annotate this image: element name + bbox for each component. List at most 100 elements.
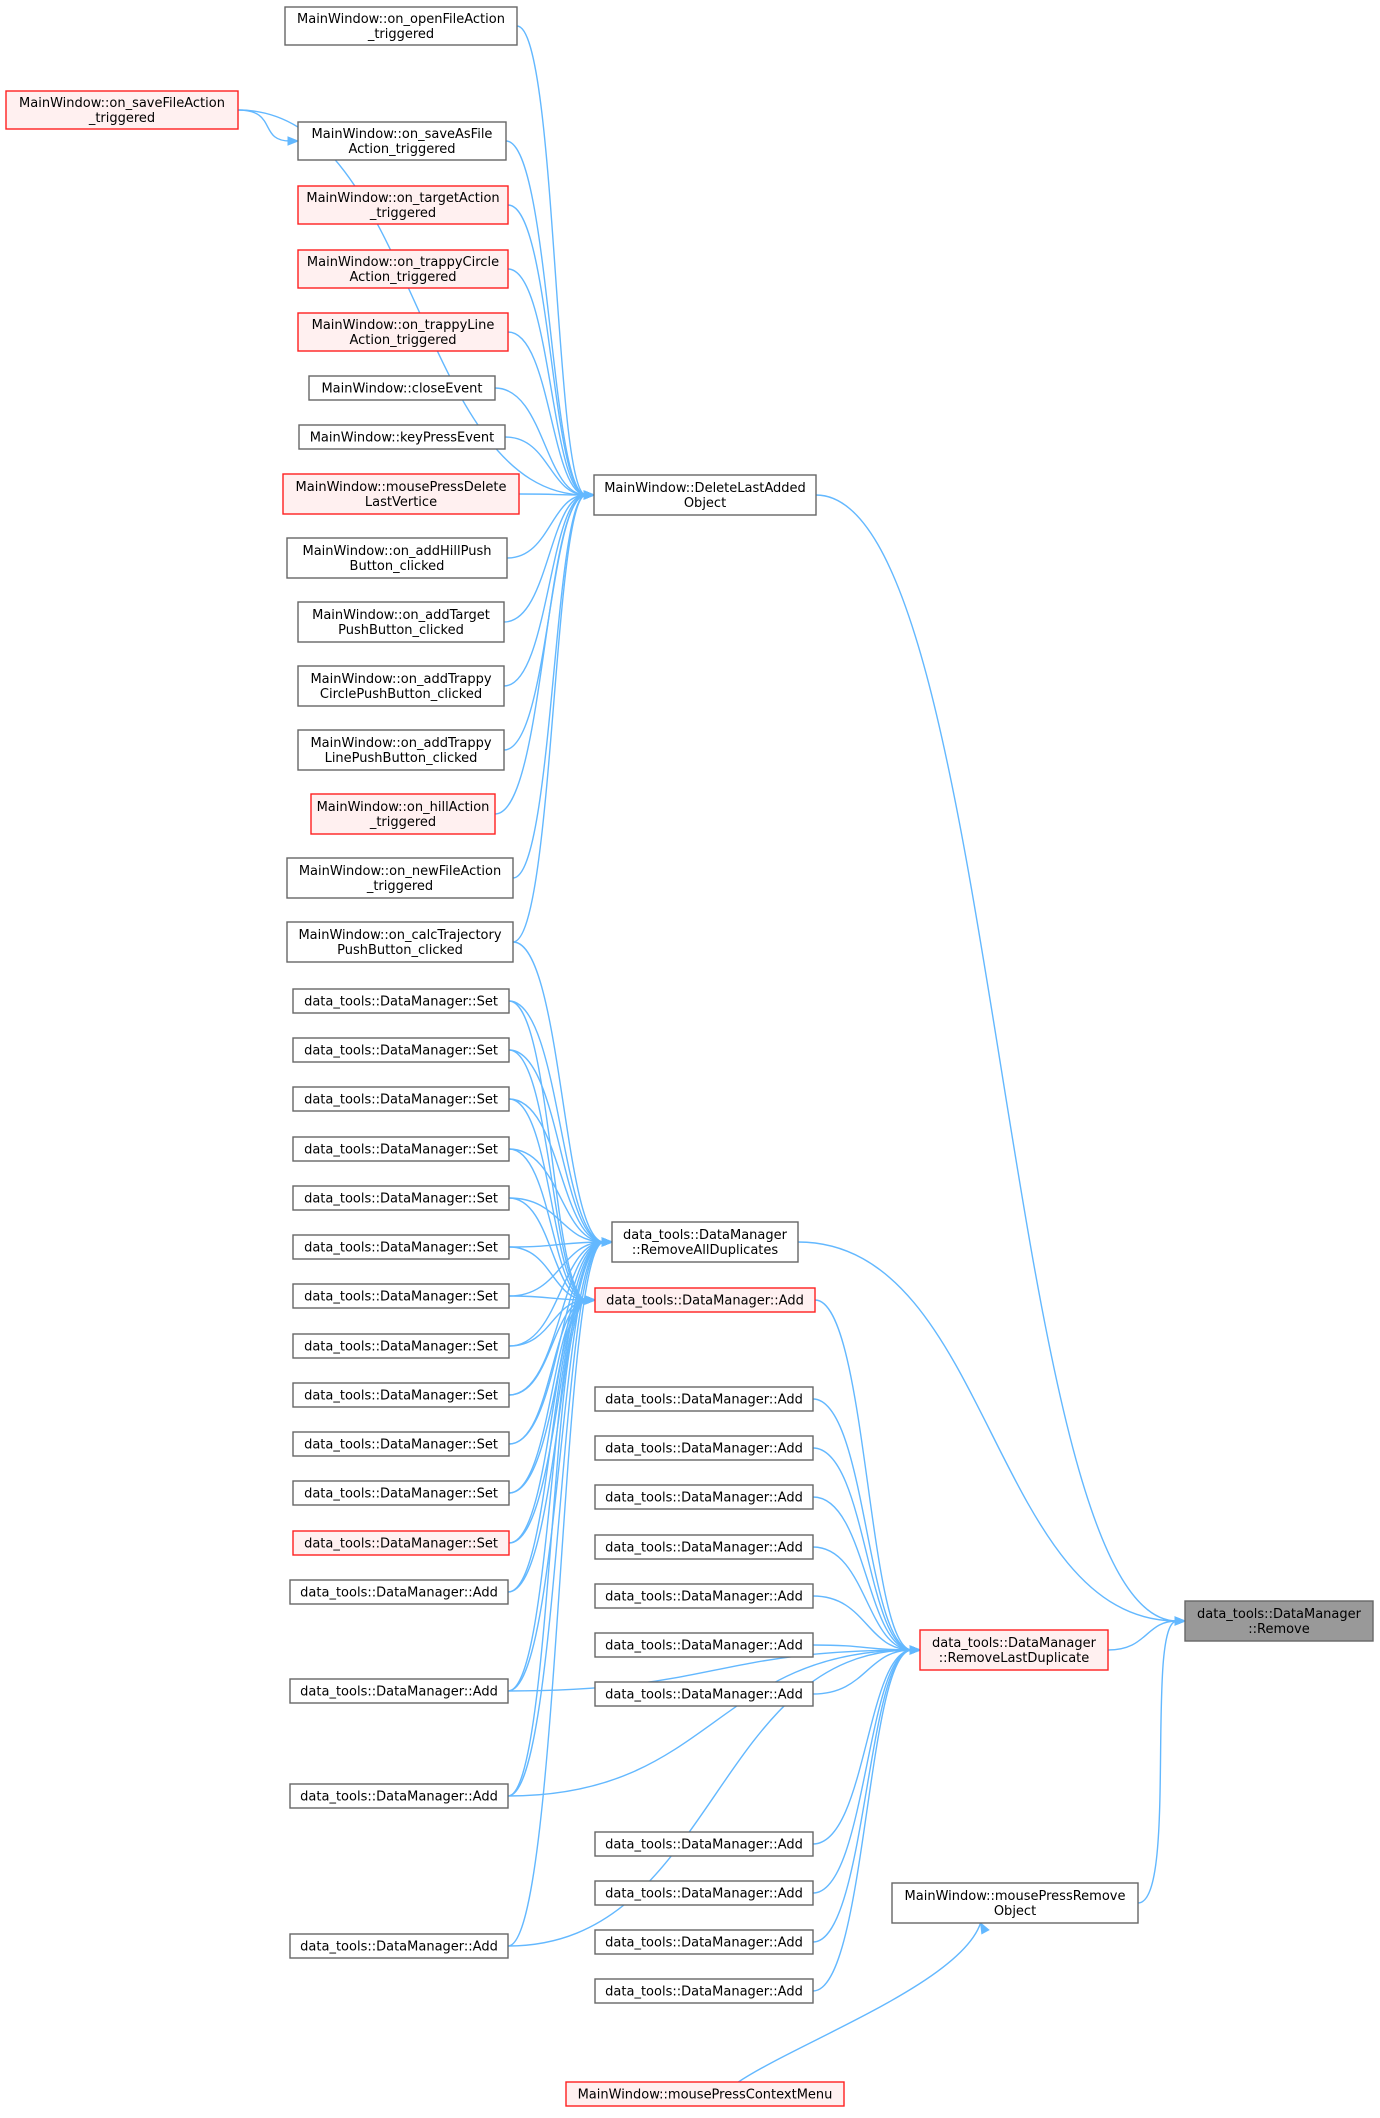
node-newfile[interactable]: MainWindow::on_newFileAction_triggered [286,857,514,899]
node-addl3[interactable]: data_tools::DataManager::Add [289,1783,509,1809]
node-saveas[interactable]: MainWindow::on_saveAsFileAction_triggere… [297,121,507,161]
node-removeall[interactable]: data_tools::DataManager::RemoveAllDuplic… [611,1221,799,1263]
node-box [289,1933,509,1959]
node-set7[interactable]: data_tools::DataManager::Set [292,1283,510,1309]
node-label: Action_triggered [348,142,455,157]
edge-calcTraj-to-deleteLast [512,490,596,943]
node-box [297,729,505,771]
node-remove[interactable]: data_tools::DataManager::Remove [1184,1600,1374,1642]
node-set3[interactable]: data_tools::DataManager::Set [292,1086,510,1112]
node-addl1[interactable]: data_tools::DataManager::Add [289,1579,509,1605]
node-box [297,601,505,643]
node-addm8[interactable]: data_tools::DataManager::Add [594,1831,814,1857]
node-keypress[interactable]: MainWindow::keyPressEvent [298,424,506,450]
node-box [5,90,239,130]
node-addl2[interactable]: data_tools::DataManager::Add [289,1678,509,1704]
edge-addL3-to-removeAll [507,1237,614,1797]
node-addl4[interactable]: data_tools::DataManager::Add [289,1933,509,1959]
node-label: LinePushButton_clicked [325,751,478,766]
node-removelast[interactable]: data_tools::DataManager::RemoveLastDupli… [919,1629,1109,1671]
node-label: data_tools::DataManager::Set [304,1093,498,1108]
node-box [292,1283,510,1309]
node-addtrappycircle[interactable]: MainWindow::on_addTrappyCirclePushButton… [297,665,505,707]
edge-addL1-to-addRed [507,1295,597,1593]
node-box [292,988,510,1014]
node-hill[interactable]: MainWindow::on_hillAction_triggered [310,793,496,835]
node-addm5[interactable]: data_tools::DataManager::Add [594,1583,814,1609]
edge-set12-to-addRed [508,1295,597,1544]
node-label: data_tools::DataManager::Add [605,1887,803,1902]
edge-saveFile-to-saveAs [237,109,300,146]
node-label: data_tools::DataManager::Set [304,1192,498,1207]
node-box [297,312,509,352]
node-closeevent[interactable]: MainWindow::closeEvent [308,375,496,401]
node-set2[interactable]: data_tools::DataManager::Set [292,1037,510,1063]
node-addm9[interactable]: data_tools::DataManager::Add [594,1880,814,1906]
node-addm11[interactable]: data_tools::DataManager::Add [594,1978,814,2004]
node-box [594,1632,814,1658]
node-addm1[interactable]: data_tools::DataManager::Add [594,1386,814,1412]
node-label: PushButton_clicked [337,943,463,958]
node-set12[interactable]: data_tools::DataManager::Set [292,1530,510,1556]
node-set11[interactable]: data_tools::DataManager::Set [292,1480,510,1506]
node-box [289,1783,509,1809]
node-box [891,1882,1139,1924]
node-target[interactable]: MainWindow::on_targetAction_triggered [297,185,509,225]
edge-addM1-to-removeLast [812,1398,922,1655]
node-set5[interactable]: data_tools::DataManager::Set [292,1185,510,1211]
node-label: MainWindow::on_hillAction [317,800,490,815]
node-box [919,1629,1109,1671]
node-trappycircle[interactable]: MainWindow::on_trappyCircleAction_trigge… [297,249,509,289]
arrowhead [287,136,300,146]
node-addm10[interactable]: data_tools::DataManager::Add [594,1929,814,1955]
node-set1[interactable]: data_tools::DataManager::Set [292,988,510,1014]
edge-deleteLast-to-remove [815,494,1187,1626]
edge-addTrappyCircle-to-deleteLast [503,490,596,687]
node-box [284,6,518,46]
node-set6[interactable]: data_tools::DataManager::Set [292,1234,510,1260]
node-box [594,1287,816,1313]
node-openfile[interactable]: MainWindow::on_openFileAction_triggered [284,6,518,46]
node-addtrappyline[interactable]: MainWindow::on_addTrappyLinePushButton_c… [297,729,505,771]
node-box [565,2081,845,2107]
node-label: data_tools::DataManager::Set [304,1487,498,1502]
node-label: MainWindow::mousePressDelete [296,480,507,495]
node-addm4[interactable]: data_tools::DataManager::Add [594,1534,814,1560]
node-set9[interactable]: data_tools::DataManager::Set [292,1382,510,1408]
edge-addM3-to-removeLast [812,1496,922,1655]
edge-set1-to-removeAll [508,1000,614,1247]
edge-mouseRemove-to-remove [1137,1616,1187,1904]
node-set8[interactable]: data_tools::DataManager::Set [292,1333,510,1359]
node-box [292,1037,510,1063]
node-label: MainWindow::on_addTarget [312,608,490,623]
node-set10[interactable]: data_tools::DataManager::Set [292,1431,510,1457]
node-label: data_tools::DataManager::Add [300,1586,498,1601]
node-label: data_tools::DataManager::Add [605,1838,803,1853]
node-addm6[interactable]: data_tools::DataManager::Add [594,1632,814,1658]
node-box [298,424,506,450]
node-calctraj[interactable]: MainWindow::on_calcTrajectoryPushButton_… [286,921,514,963]
node-addm2[interactable]: data_tools::DataManager::Add [594,1435,814,1461]
node-label: _triggered [366,879,433,894]
node-savefile[interactable]: MainWindow::on_saveFileAction_triggered [5,90,239,130]
edge-addM4-to-removeLast [812,1546,922,1655]
node-set4[interactable]: data_tools::DataManager::Set [292,1136,510,1162]
node-addtarget[interactable]: MainWindow::on_addTargetPushButton_click… [297,601,505,643]
node-box [594,1978,814,2004]
node-addm3[interactable]: data_tools::DataManager::Add [594,1484,814,1510]
node-mousecontext[interactable]: MainWindow::mousePressContextMenu [565,2081,845,2107]
node-addm7[interactable]: data_tools::DataManager::Add [594,1681,814,1707]
node-box [289,1579,509,1605]
node-addred[interactable]: data_tools::DataManager::Add [594,1287,816,1313]
node-label: data_tools::DataManager::Set [304,995,498,1010]
node-label: MainWindow::on_saveAsFile [312,127,493,142]
node-label: MainWindow::on_targetAction [306,191,499,206]
node-box [594,1929,814,1955]
node-label: Object [994,1904,1036,1919]
node-label: data_tools::DataManager::Set [304,1438,498,1453]
node-trappyline[interactable]: MainWindow::on_trappyLineAction_triggere… [297,312,509,352]
